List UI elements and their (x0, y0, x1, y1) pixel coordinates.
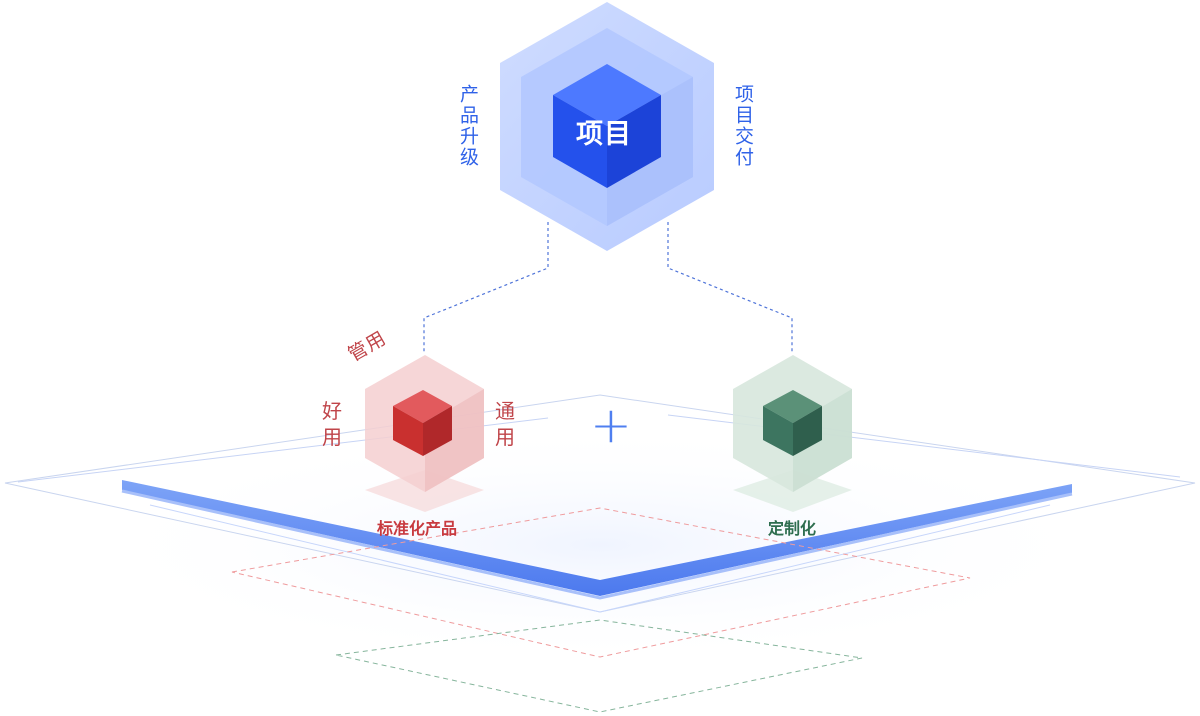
standard-left-caption: 好用 (322, 399, 344, 449)
standard-product-cube (365, 355, 484, 512)
hub-core-left (553, 95, 607, 188)
green-core-top (763, 390, 822, 423)
connector-left (423, 222, 549, 352)
plus-sign: + (590, 396, 632, 454)
standard-right-caption: 通用 (495, 399, 517, 449)
hub-cube (500, 2, 714, 251)
hub-label: 项目 (576, 119, 632, 150)
red-core-top (393, 390, 452, 423)
floor-glow (80, 425, 1120, 665)
hub-core-right (607, 95, 661, 188)
green-core-right (793, 406, 822, 456)
red-hex-shade (425, 389, 484, 492)
hub-left-caption: 产品升级 (457, 84, 479, 168)
custom-cube (733, 355, 852, 512)
green-hex-shade (793, 389, 852, 492)
green-core-left (763, 406, 793, 456)
green-dashed-diamond (335, 619, 863, 713)
platform-slab-underline (149, 504, 1051, 613)
hub-right-caption: 项目交付 (732, 84, 754, 168)
standard-product-label: 标准化产品 (377, 519, 458, 538)
red-core-right (423, 406, 452, 456)
platform-slab-edge (121, 489, 1073, 600)
connector-right (667, 222, 793, 352)
red-core-left (393, 406, 423, 456)
custom-label: 定制化 (768, 519, 817, 538)
red-dashed-diamond (231, 507, 971, 658)
